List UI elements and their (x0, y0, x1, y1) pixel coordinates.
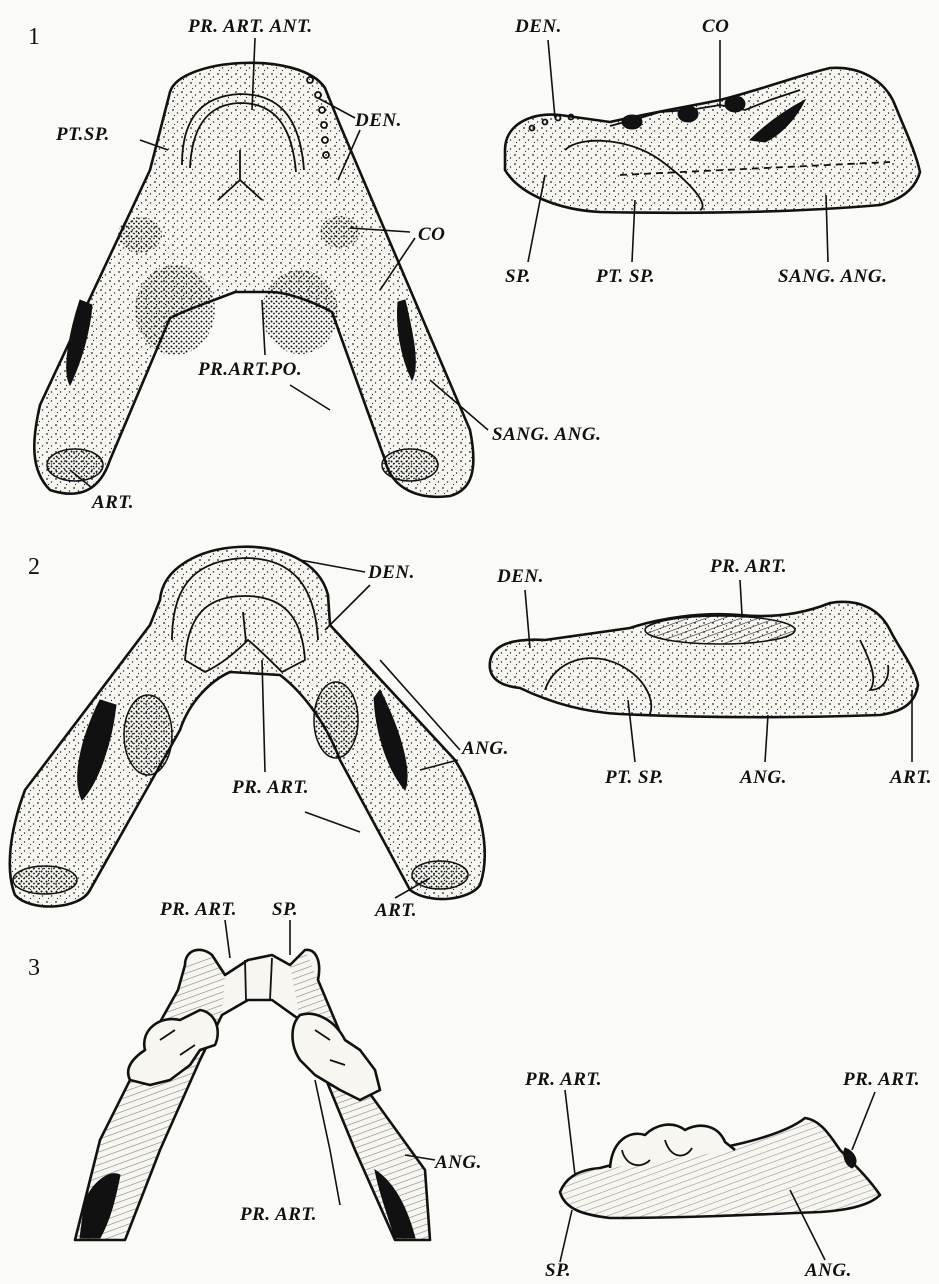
label-fig1-den: DEN. (354, 110, 402, 131)
label-fig3-lat-sp: SP. (545, 1260, 571, 1281)
label-fig2-lat-den: DEN. (496, 566, 544, 587)
label-fig2-lat-art: ART. (889, 767, 932, 788)
label-fig1-pr-art-po: PR.ART.PO. (197, 359, 302, 380)
label-fig1-lat-co: CO (702, 16, 729, 37)
label-fig1-lat-sang-ang: SANG. ANG. (778, 266, 887, 287)
label-fig2-pr-art: PR. ART. (231, 777, 309, 798)
figure-number-1: 1 (28, 24, 40, 50)
label-fig1-sang-ang: SANG. ANG. (492, 424, 601, 445)
label-fig3-pr-art-top: PR. ART. (159, 899, 237, 920)
label-fig2-lat-ang: ANG. (739, 767, 787, 788)
label-fig3-ang: ANG. (434, 1152, 482, 1173)
label-fig1-co: CO (418, 224, 445, 245)
label-fig2-lat-pt-sp: PT. SP. (604, 767, 664, 788)
label-fig3-lat-pr-art-right: PR. ART. (842, 1069, 920, 1090)
label-fig3-sp: SP. (272, 899, 298, 920)
label-fig2-art: ART. (374, 900, 417, 921)
label-fig3-pr-art-bottom: PR. ART. (239, 1204, 317, 1225)
label-fig1-pr-art-ant: PR. ART. ANT. (187, 16, 313, 37)
label-fig1-lat-den: DEN. (514, 16, 562, 37)
figure-2-ventral-view (10, 547, 485, 907)
label-fig2-den: DEN. (367, 562, 415, 583)
label-fig1-art: ART. (91, 492, 134, 513)
label-fig1-lat-pt-sp: PT. SP. (595, 266, 655, 287)
label-fig1-pt-sp: PT.SP. (55, 124, 110, 145)
figure-3-ventral-view (75, 950, 430, 1240)
figure-2-lateral-view (490, 602, 918, 717)
label-fig3-lat-ang: ANG. (804, 1260, 852, 1281)
label-fig2-lat-pr-art: PR. ART. (709, 556, 787, 577)
figure-number-3: 3 (28, 955, 40, 981)
figure-3-lateral-view (560, 1118, 880, 1218)
label-fig2-ang: ANG. (461, 738, 509, 759)
label-fig1-lat-sp: SP. (505, 266, 531, 287)
figure-number-2: 2 (28, 554, 40, 580)
figure-1-lateral-view (505, 68, 920, 213)
label-fig3-lat-pr-art-left: PR. ART. (524, 1069, 602, 1090)
